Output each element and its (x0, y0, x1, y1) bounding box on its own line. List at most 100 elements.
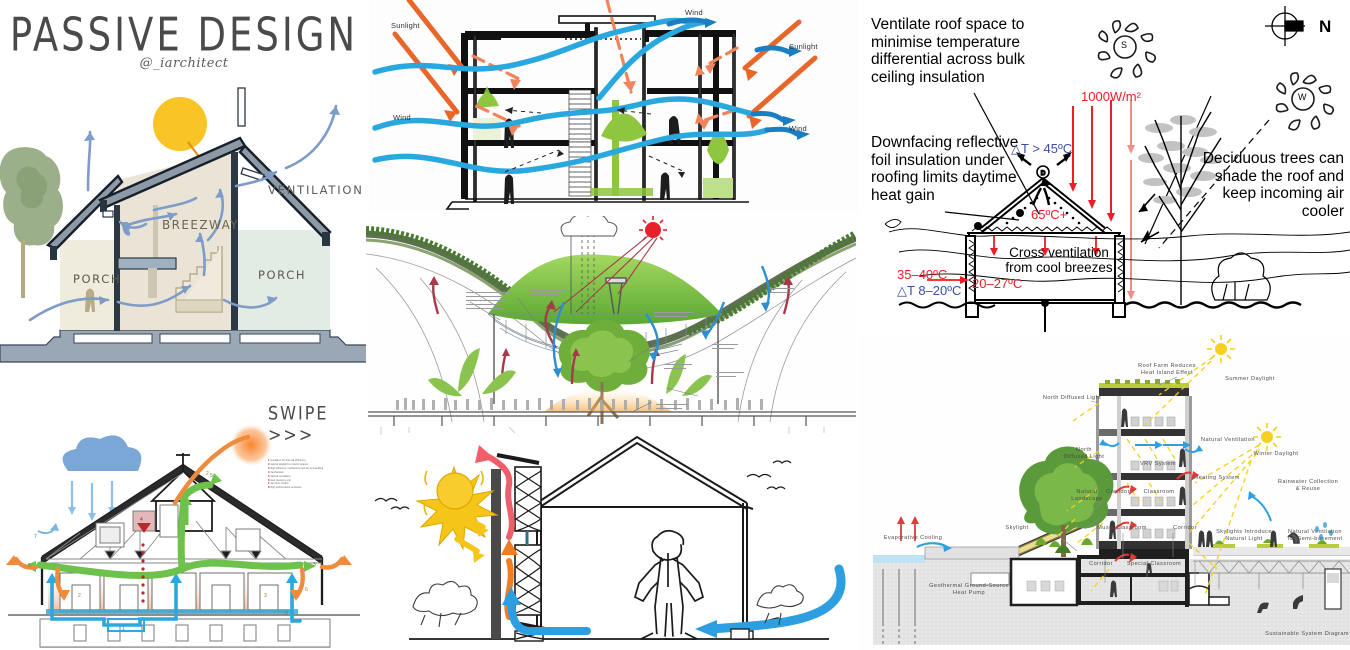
summer-sun-icon (1207, 335, 1235, 363)
airflow-arrows (28, 104, 340, 322)
value-indoor-temp: 20–27ºC (972, 276, 1023, 291)
sun-icon (553, 216, 667, 313)
panel-multistorey-section: Sunlight Sunlight Wind Wind Wind (369, 0, 859, 214)
sustainable-system-drawing (873, 335, 1350, 645)
hot-exhaust-arrow (486, 454, 515, 540)
label-heating-system: Heating System (1194, 475, 1240, 481)
legend-item-5: natural ventilation (270, 474, 291, 478)
label-north-diffused-light-2: North Diffused Light (1063, 447, 1105, 460)
callout-5b: 5 (28, 563, 31, 569)
tree-icon (1019, 446, 1114, 557)
callout-3: 3 (313, 562, 316, 568)
label-corridor-1: Corridor (1106, 489, 1130, 495)
sun-rays (454, 516, 486, 554)
barn-legend: 1 insulation for thermal efficiency 2 na… (268, 459, 324, 490)
compass-icon (1265, 6, 1305, 46)
legend-item-7: rain flow control (270, 482, 289, 486)
label-natural-ventilation: Natural Ventilation (1201, 437, 1255, 443)
value-roof-surface-temp: 65ºC+ (1031, 207, 1068, 222)
annotation-downfacing-foil: Downfacing reflective foil insulation un… (871, 134, 1019, 204)
sunlight-arrows (392, 0, 818, 119)
supply-duct (50, 577, 302, 627)
label-porch-right: PORCH (258, 268, 307, 282)
house-section-drawing (0, 87, 368, 363)
callout-3b: 3 (264, 593, 267, 599)
sun-icon (415, 465, 499, 551)
panel-green-dome-section (366, 216, 856, 426)
solar-irradiance-arrows (1072, 100, 1112, 218)
tree-icon (0, 147, 63, 298)
label-semi-basement-vent: Natural Ventilation for Semi-basement (1287, 529, 1343, 542)
callout-7: 7 (34, 534, 37, 540)
value-solar-irradiance: 1000W/m² (1081, 89, 1141, 104)
label-special-classroom: Special Classroom (1126, 561, 1182, 567)
trombe-wall (491, 469, 501, 639)
annotation-ventilate-roof: Ventilate roof space to minimise tempera… (871, 16, 1025, 86)
interior-tree (558, 319, 650, 424)
person-figure (633, 529, 705, 640)
panel-trombe-wall (369, 427, 859, 650)
diagram-caption: Sustainable System Diagram (1265, 631, 1349, 637)
bushes (412, 580, 804, 628)
label-north-diffused-light: North Diffused Light (1042, 395, 1102, 401)
panel-barn-section: SWIPE >>> (0, 393, 368, 650)
heating-arrows (1114, 471, 1192, 562)
multistorey-drawing (372, 0, 818, 210)
label-roof-farm: Roof Farm Reduces Heat Island Effect (1138, 363, 1196, 376)
legend-item-6: heat recovery unit (270, 478, 291, 482)
callout-6: 6 (305, 587, 308, 593)
cloud-icon (62, 435, 142, 471)
winter-sun-icon (1275, 72, 1335, 131)
trombe-wall-drawing (374, 427, 846, 642)
summer-sun-label: S (1121, 40, 1128, 50)
label-skylight: Skylight (1005, 525, 1029, 531)
legend-item-4: mechanical (270, 470, 284, 474)
label-winter-daylight: Winter Daylight (1253, 451, 1299, 457)
label-sunlight-right: Sunlight (789, 42, 818, 51)
label-skylights-introduce: Skylights Introduce Natural Light (1216, 529, 1272, 542)
label-corridor-3: Corridor (1089, 561, 1113, 567)
swipe-prompt: SWIPE >>> (268, 402, 329, 446)
label-sunlight-left: Sunlight (391, 21, 420, 30)
label-geothermal-heat-pump: Geothermal Ground-Source Heat Pump (929, 583, 1009, 596)
rain-arrows (70, 481, 114, 517)
label-classroom: Classroom (1143, 489, 1175, 495)
label-rainwater-collection: Rainwater Collection & Reuse (1277, 479, 1339, 492)
value-indoor-delta: △T 8–20ºC (897, 283, 962, 298)
panel-passive-design-house: PASSIVE DESIGN @_iarchitect (0, 0, 368, 392)
label-natural-landscape: Natural Landscape (1071, 489, 1103, 502)
green-dome-drawing (366, 216, 856, 426)
callout-8: 8 (285, 611, 288, 617)
label-summer-daylight: Summer Daylight (1225, 376, 1275, 382)
value-roof-space-delta: △T > 45ºC (1011, 141, 1073, 156)
wind-streams (372, 17, 770, 174)
label-breezeway: BREEZWAY (162, 218, 239, 232)
label-ventilation: VENTILATION (268, 183, 364, 197)
compass-north-label: N (1319, 17, 1332, 36)
label-evaporative-cooling: Evaporative Cooling (883, 535, 943, 541)
legend-item-1: insulation for thermal efficiency (270, 459, 306, 462)
legend-item-2: natural daylight to interior spaces (270, 462, 309, 466)
birds (374, 460, 792, 510)
summer-sun-icon (1097, 20, 1157, 79)
annotation-deciduous-trees: Deciduous trees can shade the roof and k… (1202, 150, 1344, 220)
label-wind-left: Wind (393, 113, 411, 122)
legend-item-8: high performance envelope (270, 486, 302, 490)
sun-icon (153, 97, 207, 151)
label-wind-top: Wind (685, 8, 703, 17)
callout-2b: 2 (78, 593, 81, 599)
panel-sustainable-system: Roof Farm Reduces Heat Island Effect Sum… (859, 333, 1350, 650)
callout-5: 5 (210, 473, 213, 479)
sun-icon (229, 423, 273, 467)
label-corridor-2: Corridor (1173, 525, 1197, 531)
ridge-vent-icon: D (1036, 165, 1050, 179)
annotation-cross-ventilation: Cross ventilation from cool breezes (1005, 245, 1113, 275)
barn-section-drawing (6, 423, 360, 648)
callout-1: 1 (122, 626, 125, 632)
label-music-classroom: Music Classroom (1097, 525, 1147, 531)
legend-item-3: high efficiency mechanical unit for air … (270, 466, 324, 470)
panel-roof-ventilation-diagram: D (859, 0, 1350, 332)
cool-intake-right (704, 564, 846, 634)
warm-rise-arrow (504, 558, 514, 620)
